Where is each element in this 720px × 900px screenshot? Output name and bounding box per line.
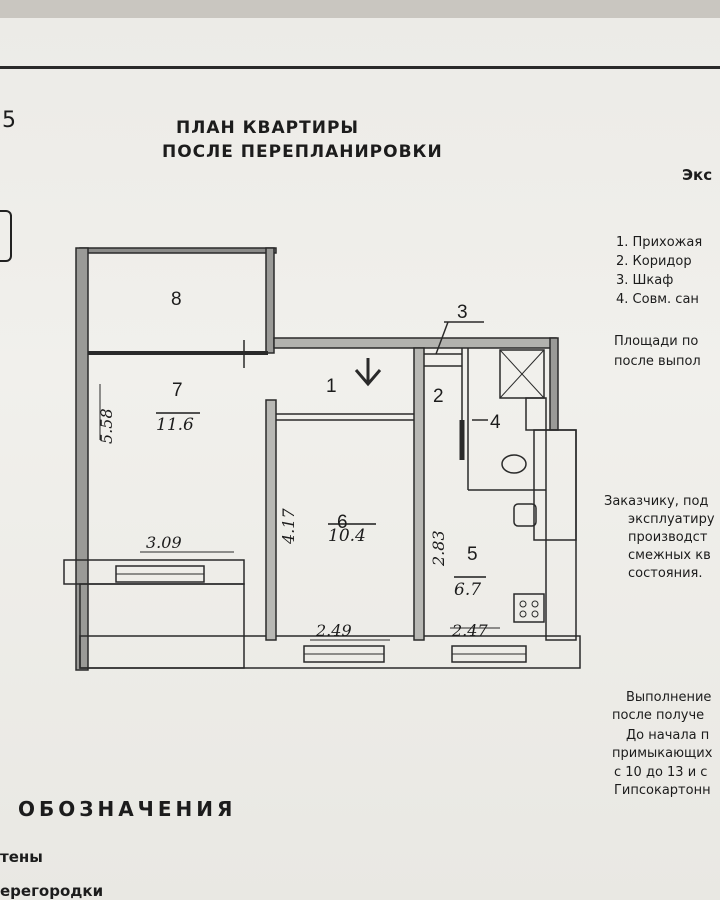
callout-3-leader	[435, 321, 449, 355]
dimension-r7-height: 5.58	[97, 408, 116, 444]
dimension-r5-width: 2.47	[451, 621, 488, 640]
legend-item-partitions: ерегородки	[0, 882, 104, 900]
wall-left	[75, 247, 89, 671]
execution-note-line: примыкающих	[612, 746, 713, 761]
dimension-r6-height: 4.17	[279, 508, 298, 545]
edge-fragment-text: 5	[2, 108, 16, 133]
stove-icon	[513, 593, 545, 623]
rooms-legend-item: 3. Шкаф	[616, 273, 674, 288]
execution-note-line: с 10 до 13 и с	[614, 765, 708, 780]
rooms-legend-item: 4. Совм. сан	[616, 292, 699, 307]
wall-right-lower	[545, 429, 577, 641]
room-number-7: 7	[172, 380, 183, 401]
dimension-r6-width: 2.49	[315, 621, 352, 640]
customer-note-line: смежных кв	[628, 548, 711, 563]
customer-note-line: Заказчику, под	[604, 494, 709, 509]
room-area-7: 11.6	[156, 415, 194, 435]
plan-title-line2: ПОСЛЕ ПЕРЕПЛАНИРОВКИ	[162, 142, 443, 162]
edge-fragment-box	[0, 210, 12, 262]
rooms-legend-item: 2. Коридор	[616, 254, 692, 269]
wall-top-right	[273, 337, 557, 349]
customer-note-line: эксплуатиру	[628, 512, 715, 527]
room-number-6: 6	[337, 512, 348, 533]
balcony-wall	[63, 559, 245, 585]
room-number-2: 2	[433, 386, 444, 407]
stove-burner	[531, 610, 539, 618]
balcony	[79, 583, 245, 669]
document-sheet	[0, 18, 720, 900]
kitchen-counter	[533, 429, 577, 541]
stove-burner	[531, 600, 539, 608]
entrance-arrow-icon	[354, 358, 382, 387]
kitchen-sink-icon	[513, 503, 537, 527]
wall-room8-right	[265, 247, 275, 354]
right-header-fragment: Экс	[682, 166, 713, 184]
areas-note-line: Площади по	[614, 334, 699, 349]
execution-note-line: Выполнение	[626, 690, 712, 705]
room-number-4: 4	[490, 412, 501, 433]
wall-room5-left	[413, 347, 425, 641]
header-rule	[0, 66, 720, 69]
vent-shaft	[499, 349, 545, 399]
stove-burner	[519, 600, 527, 608]
areas-note-line: после выпол	[614, 354, 701, 369]
legend-title: ОБОЗНАЧЕНИЯ	[18, 797, 237, 821]
room-area-5: 6.7	[454, 580, 481, 600]
wall-bottom	[79, 635, 581, 669]
customer-note-line: состояния.	[628, 566, 703, 581]
stove-burner	[519, 610, 527, 618]
execution-note-line: после получе	[612, 708, 705, 723]
room-area-6: 10.4	[328, 526, 366, 546]
room-number-8: 8	[171, 289, 182, 310]
execution-note-line: Гипсокартонн	[614, 783, 711, 798]
room-number-5: 5	[467, 544, 478, 565]
dimension-r5-height: 2.83	[429, 530, 448, 567]
room-number-3: 3	[457, 302, 468, 323]
vent-cross-2	[499, 349, 545, 399]
sink	[525, 397, 547, 431]
wall-top-left	[79, 247, 277, 254]
legend-item-walls: тены	[0, 848, 43, 866]
plan-title-line1: ПЛАН КВАРТИРЫ	[176, 118, 360, 138]
toilet-icon	[501, 454, 527, 474]
wall-right-upper	[549, 337, 559, 431]
room-number-1: 1	[326, 376, 337, 397]
rooms-legend-item: 1. Прихожая	[616, 235, 703, 250]
wall-room6-left	[265, 399, 277, 641]
customer-note-line: производст	[628, 530, 708, 545]
dimension-r7-width: 3.09	[146, 533, 182, 552]
execution-note-line: До начала п	[626, 728, 710, 743]
